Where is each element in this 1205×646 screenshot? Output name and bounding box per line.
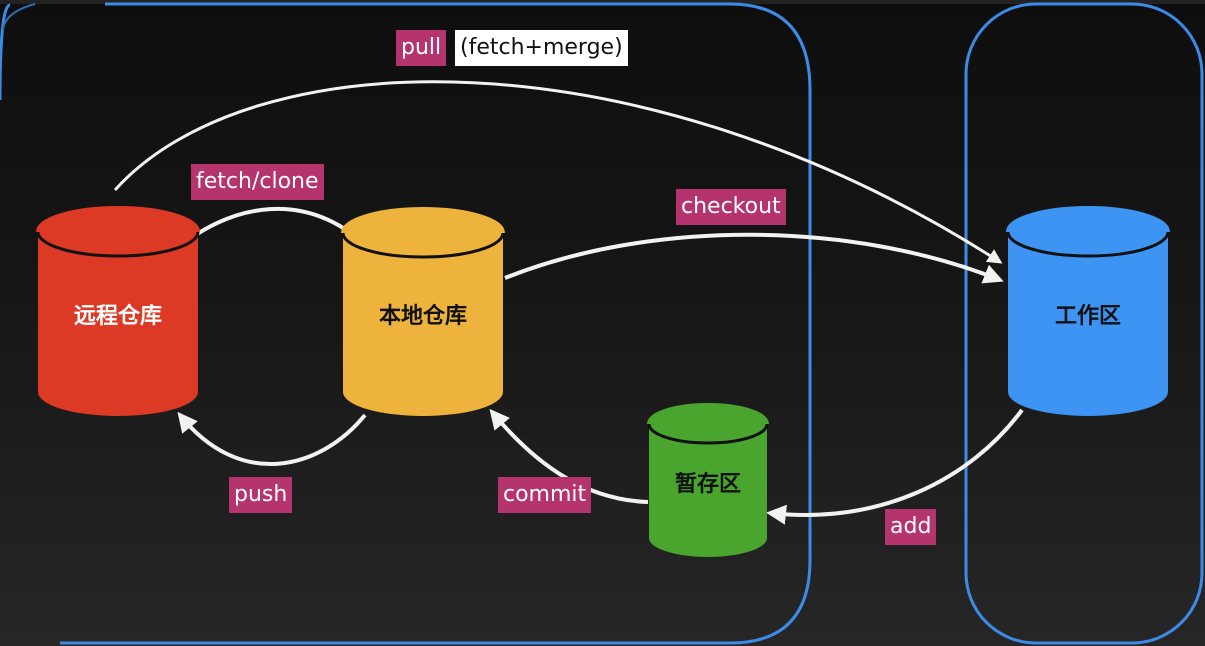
push-arrow	[177, 411, 367, 466]
pull-note-label: (fetch+merge)	[455, 30, 628, 66]
local-repo-cylinder[interactable]	[341, 207, 505, 416]
local-repo-label: 本地仓库	[378, 304, 467, 329]
push-label: push	[229, 477, 293, 513]
local-region-topleft-arc	[2, 3, 36, 31]
pull-arrow	[113, 80, 1003, 264]
remote-repo-label: 远程仓库	[73, 304, 162, 329]
remote-repo-cylinder[interactable]	[36, 206, 200, 416]
commit-label: commit	[498, 477, 592, 513]
pull-label: pull	[396, 30, 447, 66]
staging-area-label: 暂存区	[674, 472, 741, 497]
workspace-region-border	[964, 2, 1204, 645]
staging-area-cylinder[interactable]	[647, 403, 769, 557]
add-arrow	[766, 408, 1024, 525]
checkout-arrow	[504, 232, 1004, 284]
workspace-cylinder[interactable]	[1006, 206, 1170, 416]
workspace-label: 工作区	[1054, 304, 1121, 329]
checkout-label: checkout	[676, 189, 786, 225]
fetch-clone-label: fetch/clone	[191, 164, 324, 200]
add-label: add	[885, 509, 937, 545]
